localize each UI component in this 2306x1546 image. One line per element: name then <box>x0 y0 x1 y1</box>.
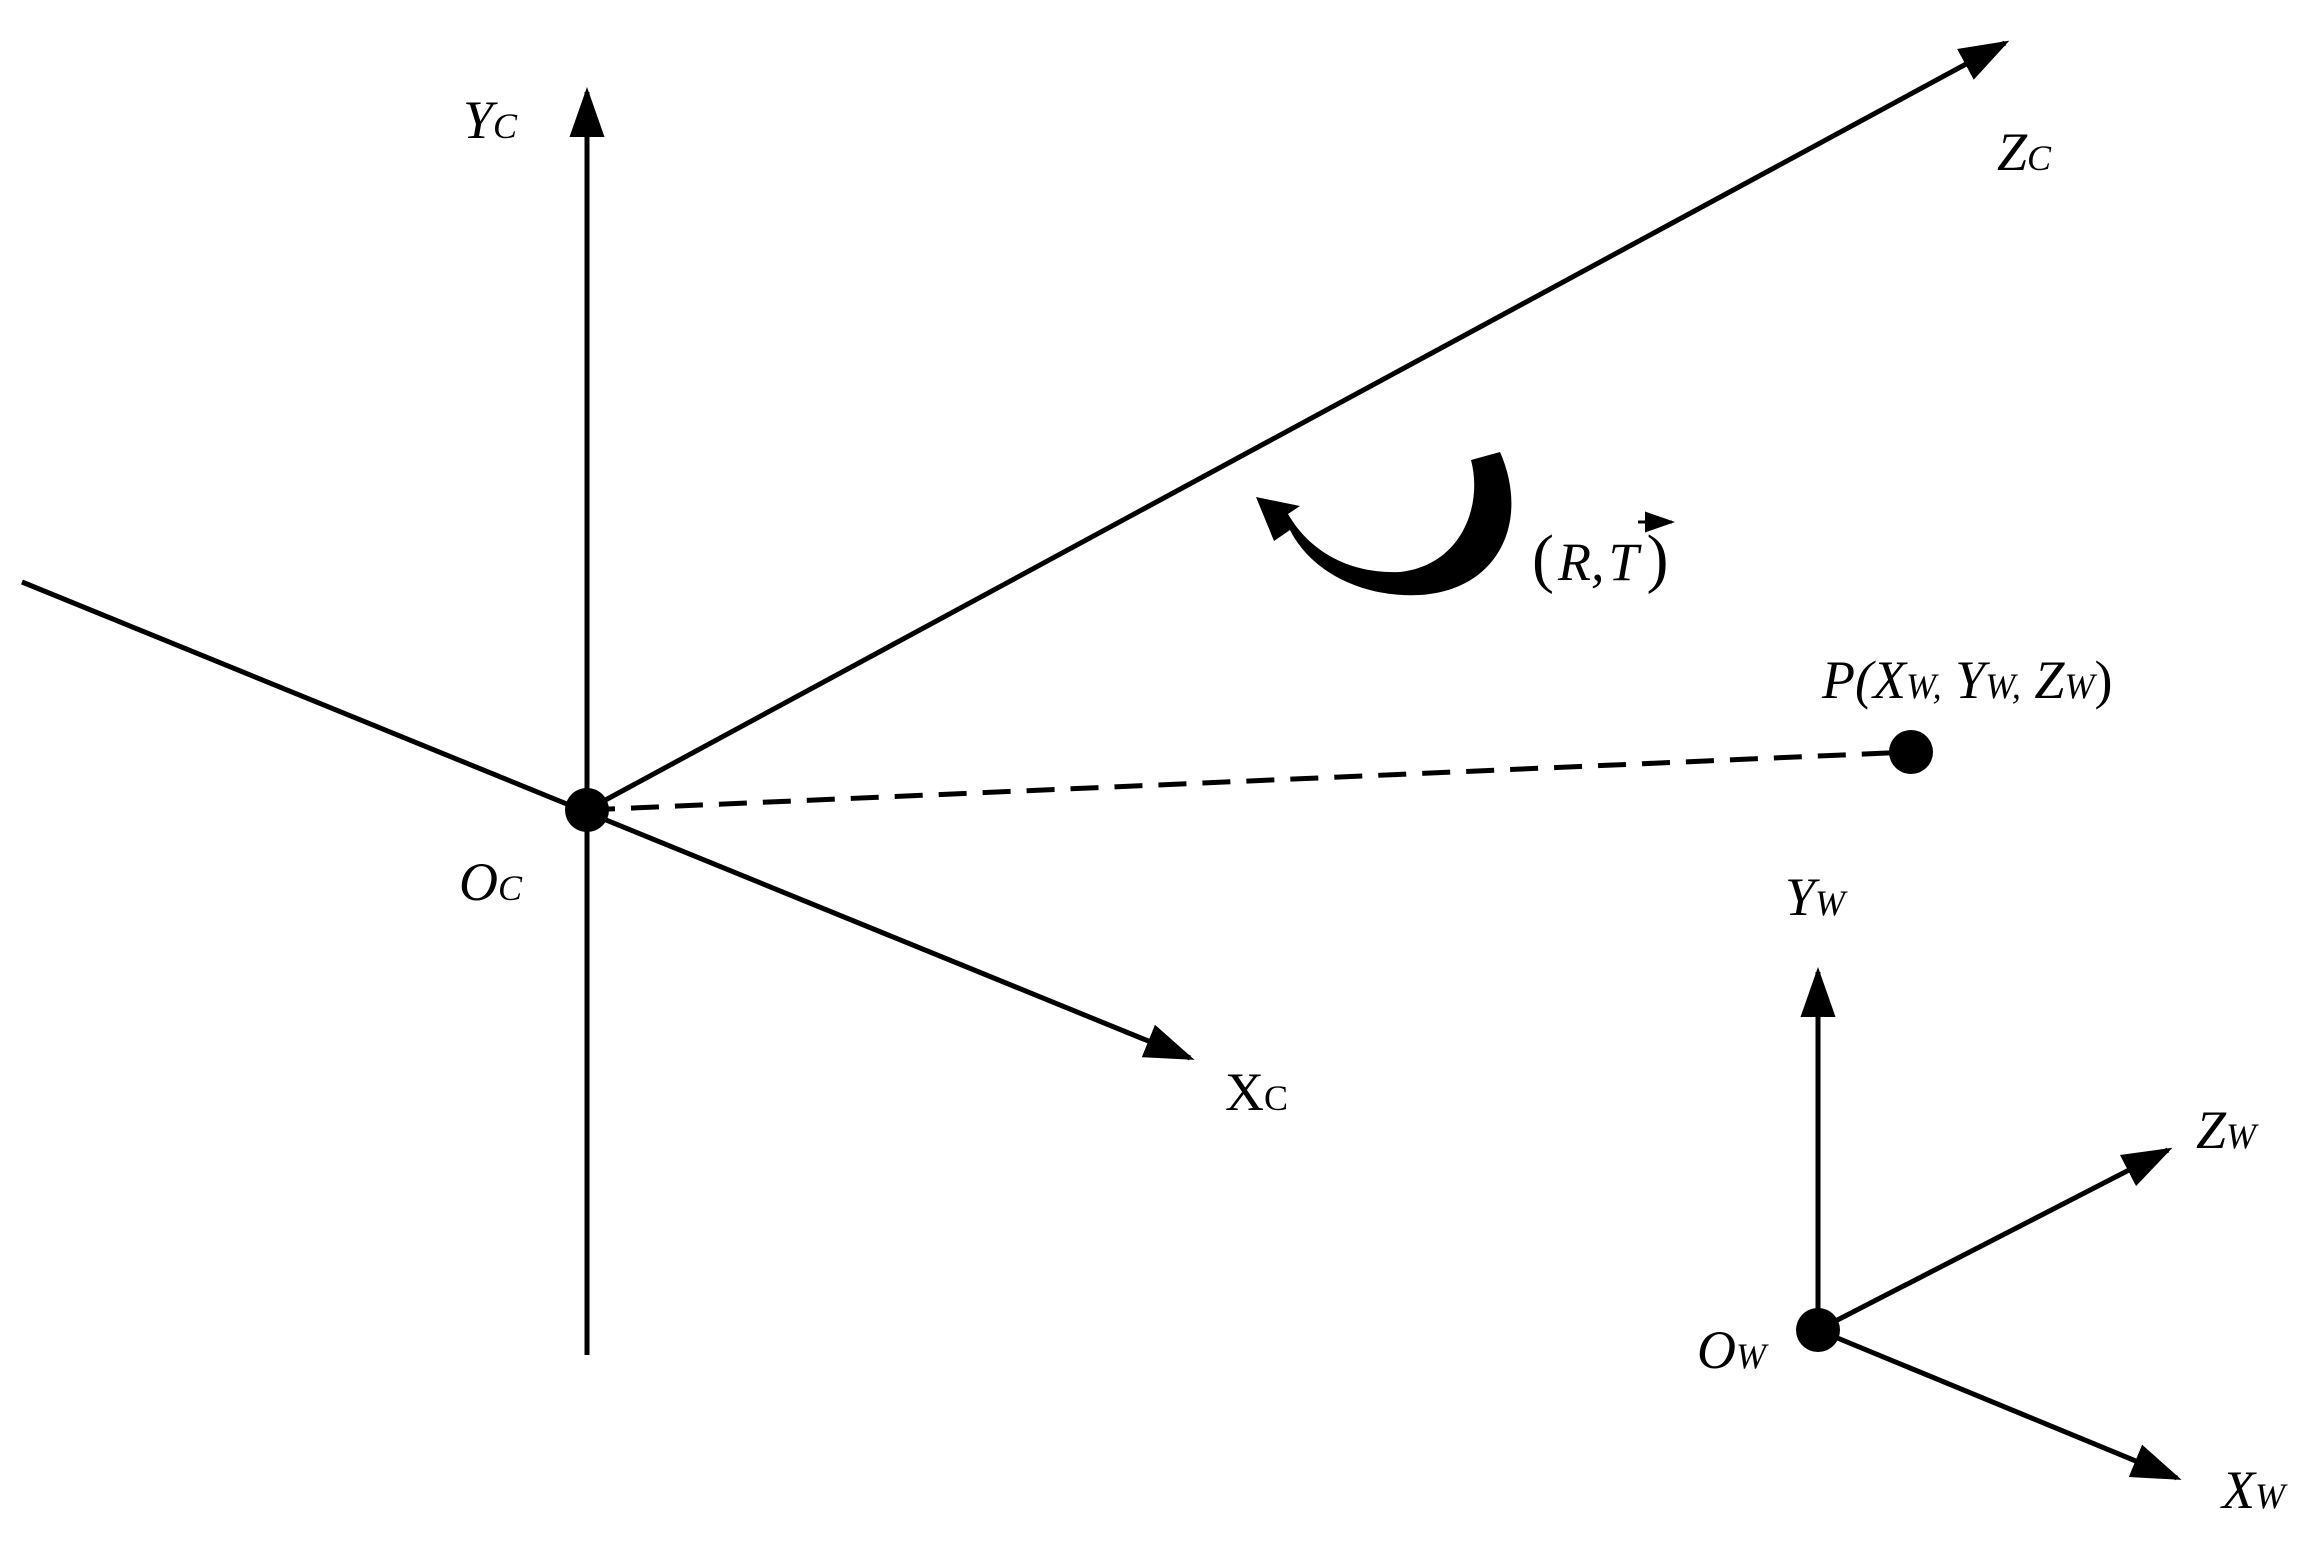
ow-label: OW <box>1697 1320 1769 1380</box>
xw-axis <box>1817 1327 2182 1481</box>
rotation-arrow-icon <box>1256 452 1512 596</box>
zw-label: ZW <box>2196 1100 2259 1160</box>
point-p-label: P(XW, YW, ZW) <box>1821 650 2112 710</box>
zc-axis <box>585 40 2010 813</box>
zc-label: ZC <box>1997 122 2052 182</box>
oc-label: OC <box>459 852 523 912</box>
point-p-dot <box>1889 730 1933 774</box>
oc-origin-dot <box>565 788 609 832</box>
zw-axis <box>1816 1147 2173 1333</box>
yc-label: YC <box>463 90 518 150</box>
transform-label: (R,T) <box>1532 522 1669 595</box>
xw-label: XW <box>2220 1460 2288 1520</box>
projection-ray <box>586 749 1911 813</box>
xc-label: XC <box>1225 1062 1288 1122</box>
ow-origin-dot <box>1796 1308 1840 1352</box>
yw-label: YW <box>1785 867 1848 927</box>
